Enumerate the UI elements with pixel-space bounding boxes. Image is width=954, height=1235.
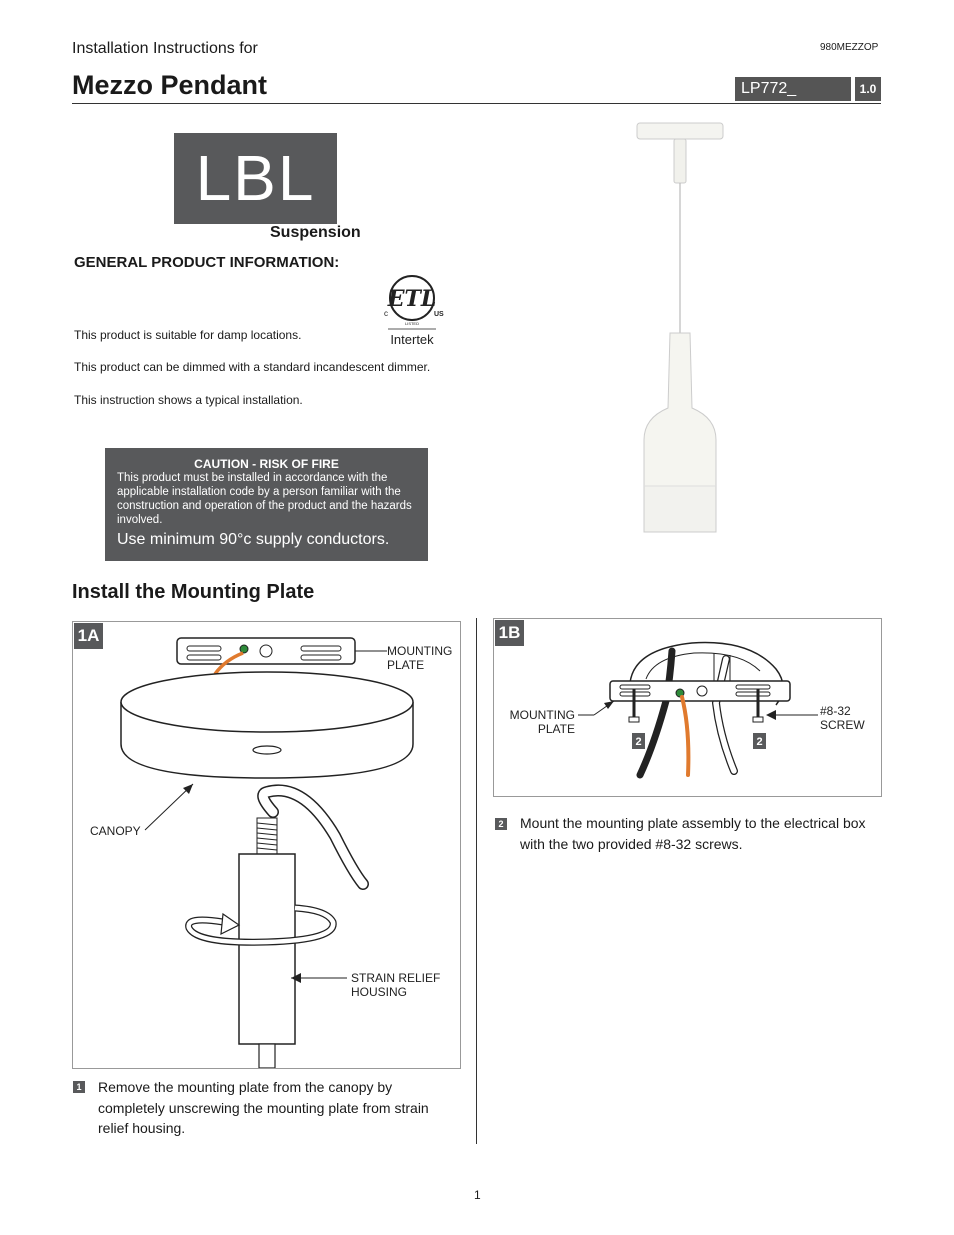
screw-right-icon bbox=[752, 689, 764, 723]
callout-2-left-text: 2 bbox=[635, 736, 641, 748]
pendant-lamp-icon bbox=[636, 122, 724, 533]
header-rule bbox=[72, 103, 881, 104]
label-mounting-plate-1a: MOUNTING PLATE bbox=[387, 644, 453, 672]
etl-listed-label: LISTED bbox=[405, 321, 419, 326]
header-subtitle: Installation Instructions for bbox=[72, 40, 258, 57]
callout-2-left bbox=[632, 733, 645, 749]
info-line-dimmer: This product can be dimmed with a standa… bbox=[74, 360, 431, 374]
step-2-badge: 2 bbox=[495, 818, 507, 830]
brand-logo: LBL bbox=[174, 133, 337, 224]
panel-1b: 1B bbox=[493, 618, 882, 797]
canopy-assembly-diagram bbox=[120, 637, 414, 1068]
document-code: 980MEZZOP bbox=[820, 42, 879, 53]
info-line-damp: This product is suitable for damp locati… bbox=[74, 328, 302, 342]
pendant-illustration bbox=[630, 118, 730, 538]
panel-1a: 1A bbox=[72, 621, 461, 1069]
caution-conductor-note: Use minimum 90°c supply conductors. bbox=[117, 531, 390, 548]
info-line-typical: This instruction shows a typical install… bbox=[74, 393, 303, 407]
callout-2-right-text: 2 bbox=[756, 736, 762, 748]
mounting-plate-icon-1b bbox=[609, 680, 791, 702]
column-divider bbox=[476, 618, 477, 1144]
rotate-arrow-icon bbox=[185, 904, 337, 946]
panel-1b-tag: 1B bbox=[495, 620, 524, 646]
etl-us-label: US bbox=[434, 311, 444, 318]
page-title: Mezzo Pendant bbox=[72, 70, 268, 100]
etl-certification-mark: ETL c US LISTED Intertek bbox=[378, 274, 450, 350]
etl-issuer: Intertek bbox=[390, 332, 434, 347]
label-canopy: CANOPY bbox=[90, 824, 141, 838]
version-badge: 1.0 bbox=[855, 77, 881, 101]
screw-left-icon bbox=[628, 689, 640, 723]
step-1-text: Remove the mounting plate from the canop… bbox=[98, 1079, 429, 1136]
section-title: Install the Mounting Plate bbox=[72, 581, 315, 603]
caution-box: CAUTION - RISK OF FIRE This product must… bbox=[105, 448, 428, 561]
etl-c-label: c bbox=[384, 309, 388, 318]
etl-logo-icon: ETL c US LISTED Intertek bbox=[384, 275, 444, 347]
caution-body: This product must be installed in accord… bbox=[117, 472, 412, 526]
caution-title: CAUTION - RISK OF FIRE bbox=[194, 457, 339, 471]
callout-2-right bbox=[753, 733, 766, 749]
model-number-badge: LP772_ bbox=[735, 77, 851, 101]
canopy-icon bbox=[120, 671, 414, 779]
page-number: 1 bbox=[474, 1188, 481, 1202]
etl-mark-text: ETL bbox=[387, 286, 437, 312]
panel-1a-tag: 1A bbox=[74, 623, 103, 649]
mounting-plate-icon bbox=[176, 637, 356, 676]
label-screw: #8-32 SCREW bbox=[820, 704, 865, 732]
label-mounting-plate-1b: MOUNTING PLATE bbox=[509, 708, 575, 736]
strain-relief-housing-icon bbox=[238, 853, 296, 1068]
product-type-label: Suspension bbox=[270, 224, 361, 241]
step-2-text: Mount the mounting plate assembly to the… bbox=[520, 815, 866, 852]
step-1-badge: 1 bbox=[73, 1081, 85, 1093]
threaded-rod-icon bbox=[256, 817, 278, 855]
label-strain-relief-housing: STRAIN RELIEF HOUSING bbox=[351, 971, 441, 999]
electrical-box-diagram: 2 2 bbox=[578, 641, 818, 779]
general-info-heading: GENERAL PRODUCT INFORMATION: bbox=[74, 254, 340, 271]
